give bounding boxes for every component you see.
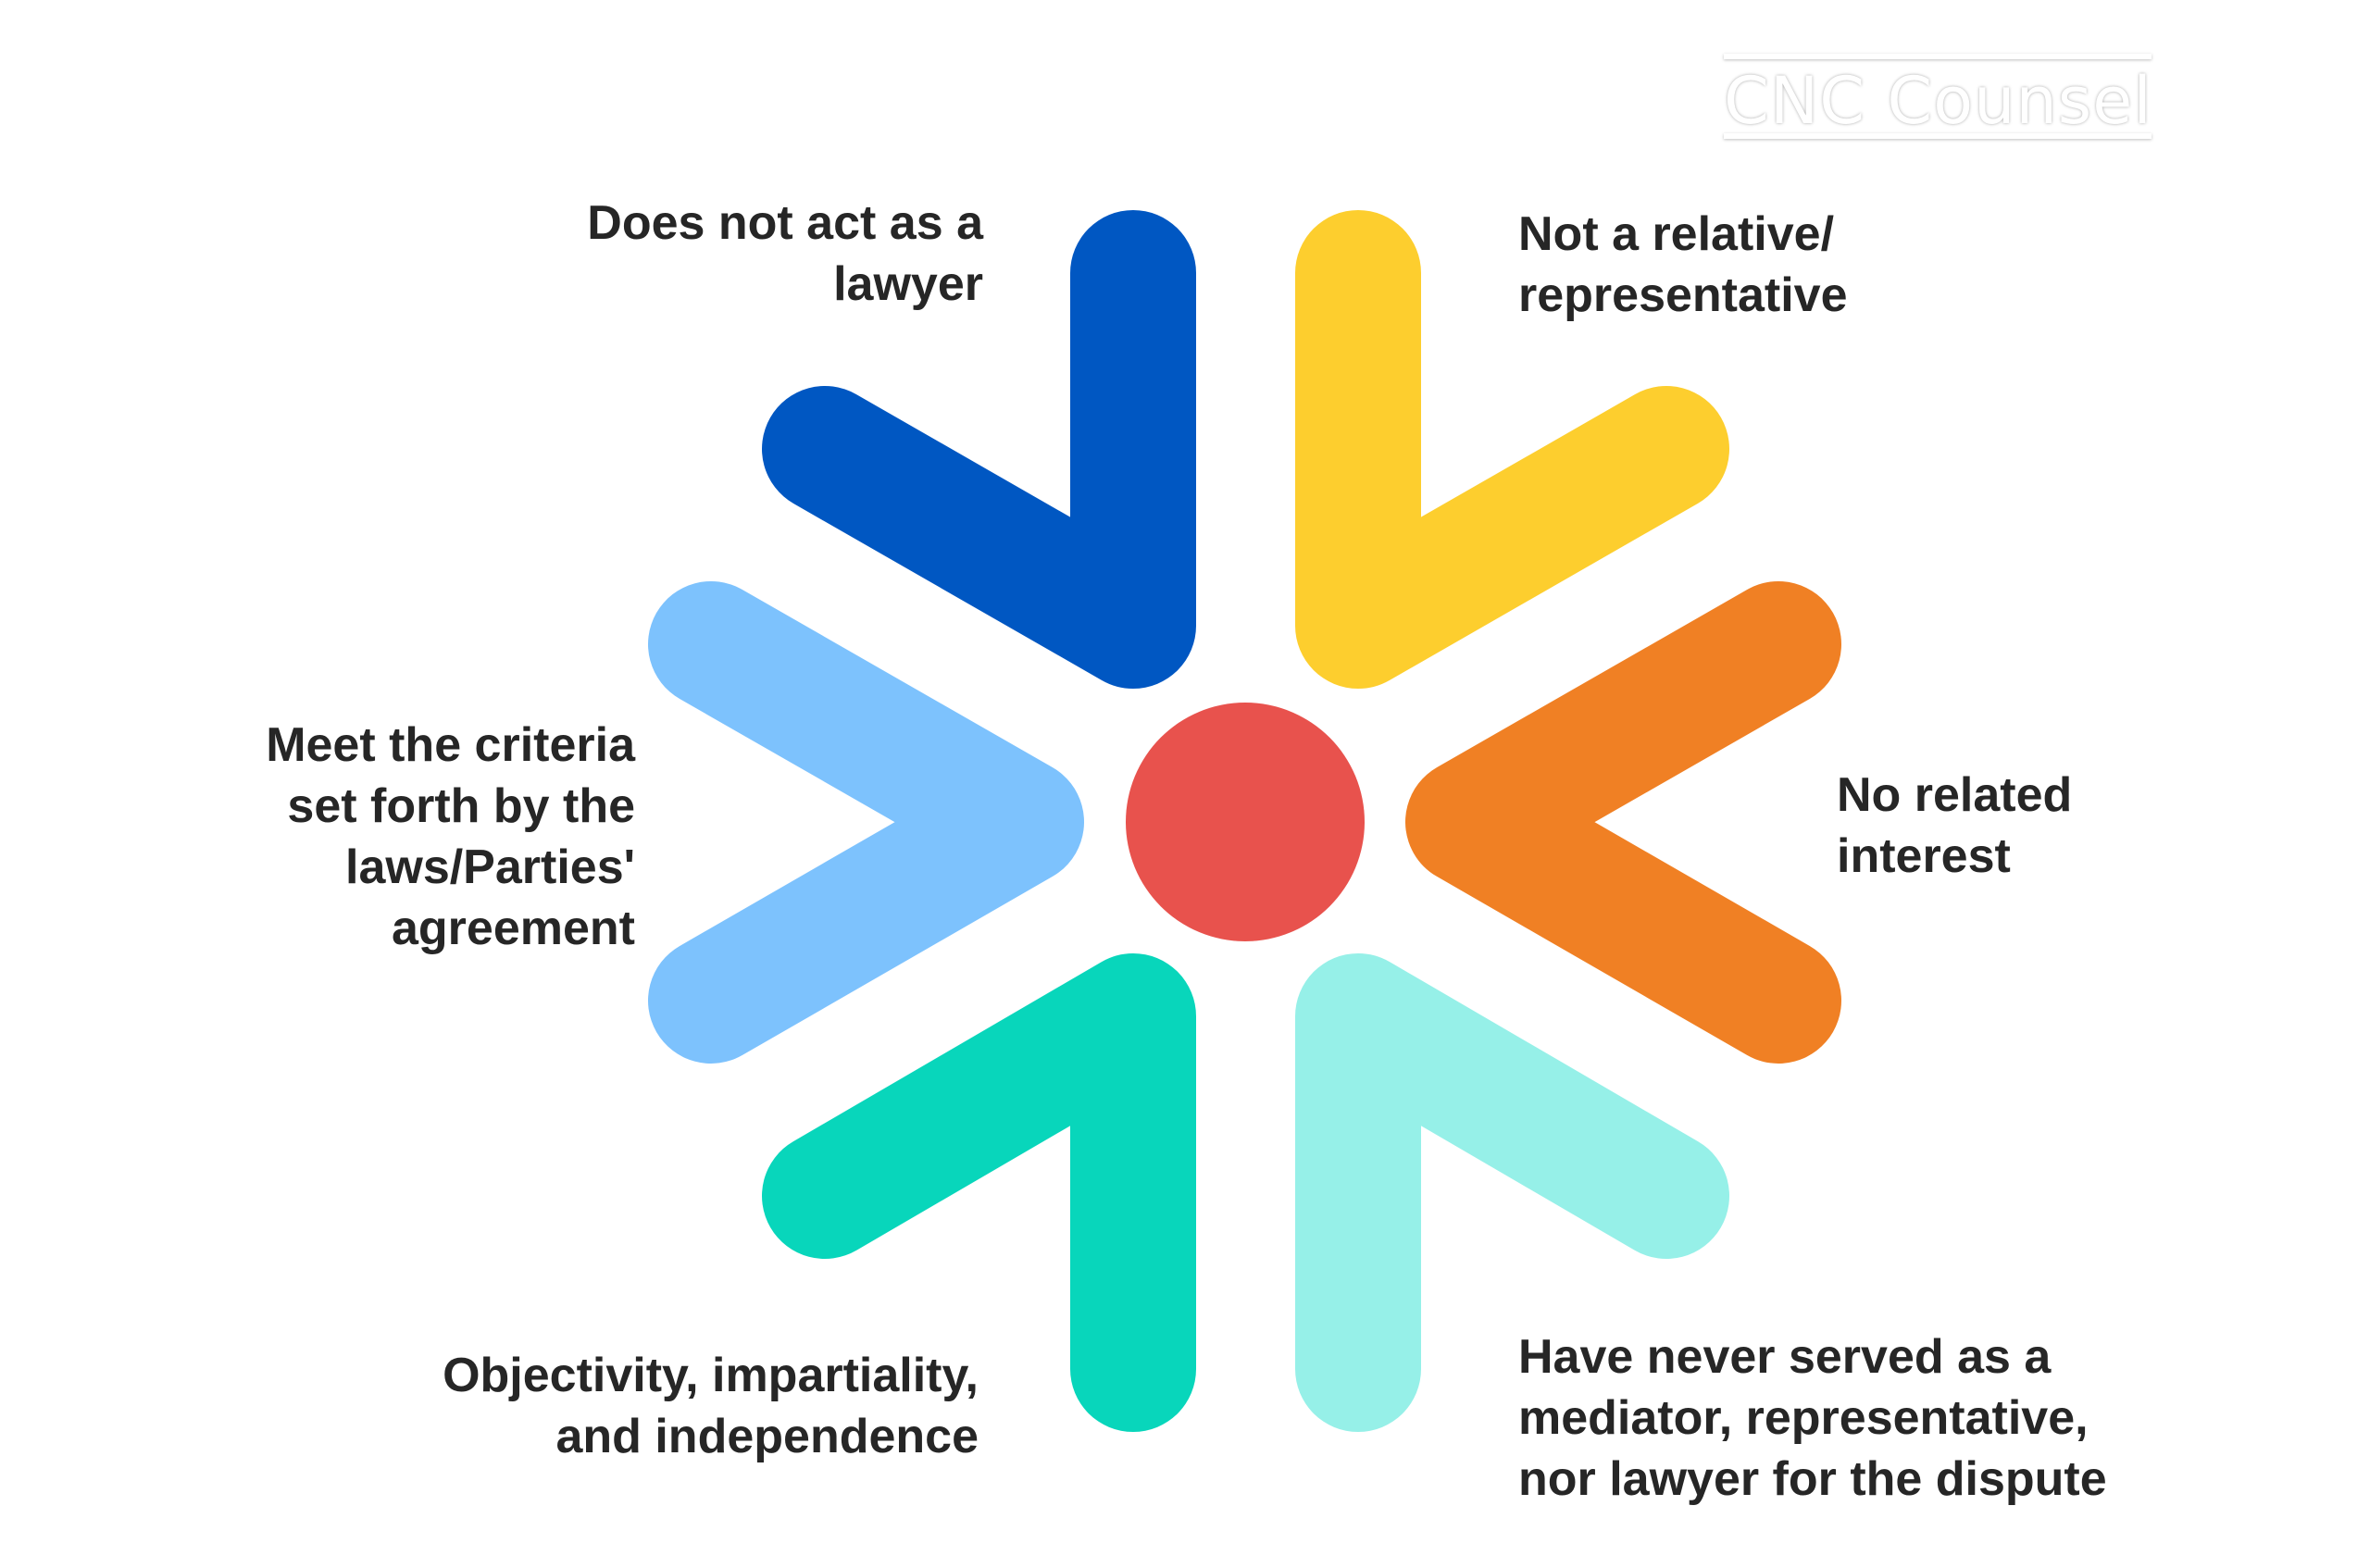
label-meet-criteria: Meet the criteria set forth by the laws/… <box>266 718 635 955</box>
chevron-yellow <box>1295 210 1729 689</box>
watermark-rule-bottom <box>1724 133 2152 139</box>
watermark-rule-top <box>1724 54 2152 59</box>
label-no-related-interest: No related interest <box>1837 768 2073 883</box>
chevron-blue <box>762 210 1196 689</box>
label-does-not-act-as-lawyer: Does not act as a lawyer <box>587 196 983 311</box>
chevron-light-cyan <box>1295 953 1729 1432</box>
chevron-light-blue <box>648 581 1084 1064</box>
cnc-counsel-watermark: CNC Counsel <box>1724 54 2159 139</box>
label-never-served: Have never served as a mediator, represe… <box>1518 1330 2107 1506</box>
label-objectivity: Objectivity, impartiality, and independe… <box>443 1349 979 1463</box>
watermark-text: CNC Counsel <box>1724 63 2152 139</box>
label-not-relative-representative: Not a relative/ representative <box>1518 207 1848 322</box>
chevron-orange <box>1405 581 1841 1064</box>
chevron-teal <box>762 953 1196 1432</box>
center-circle <box>1126 703 1365 941</box>
